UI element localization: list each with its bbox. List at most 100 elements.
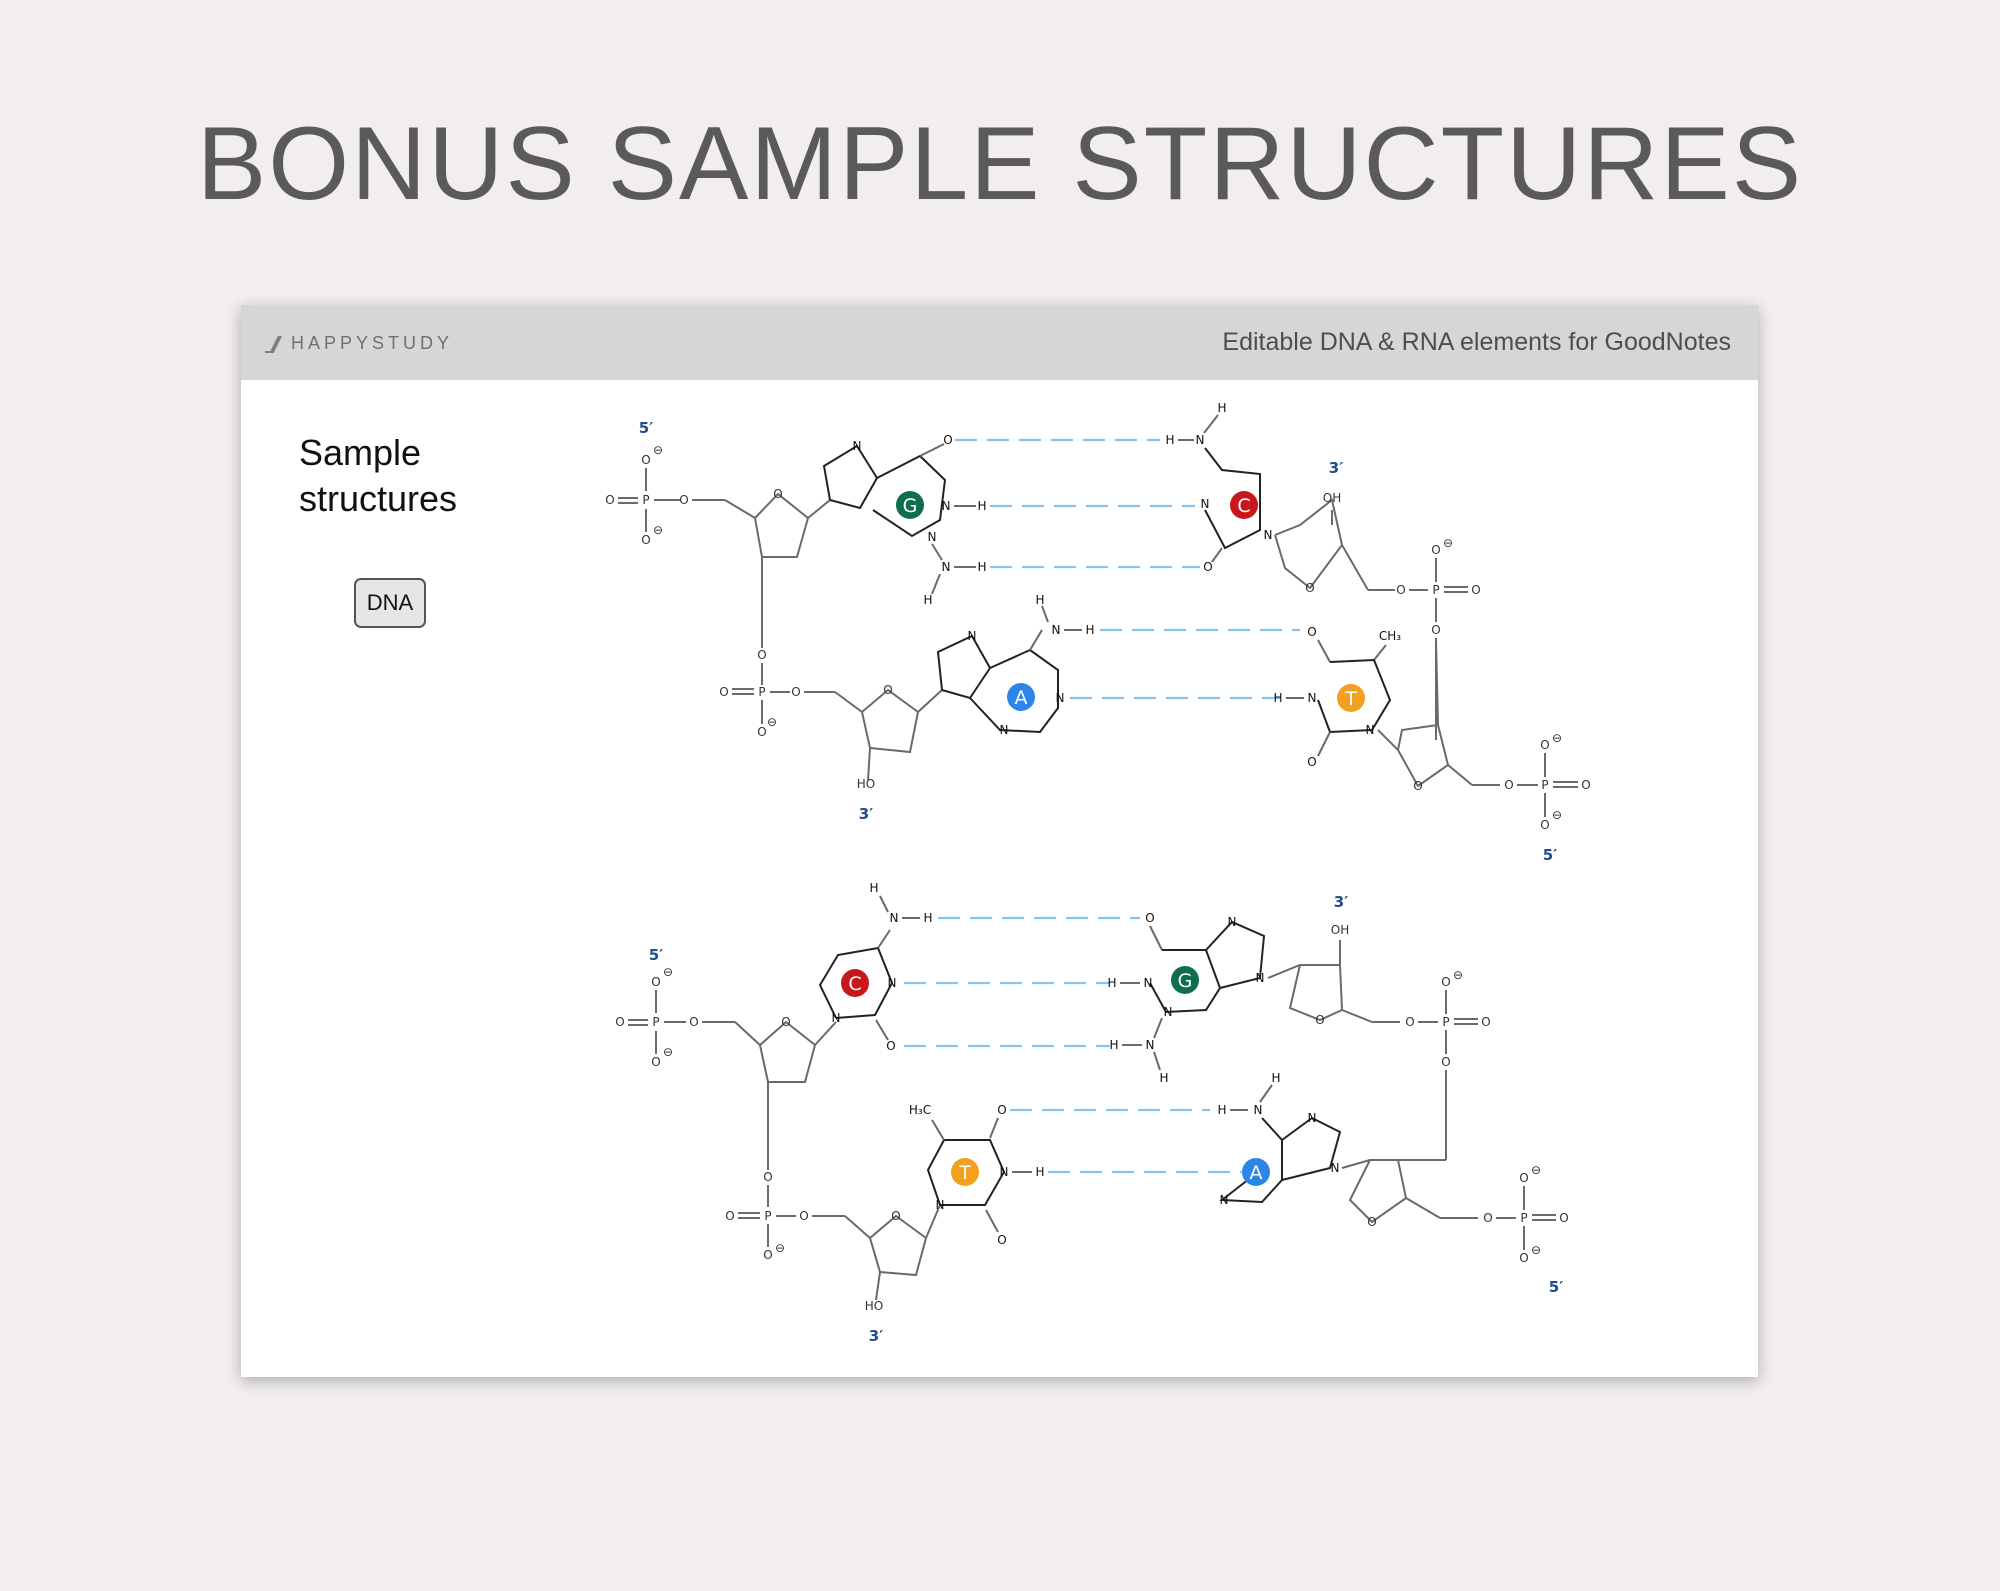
a2-n3: N (1220, 1193, 1229, 1207)
phosphate-1-o-top: O (641, 453, 650, 467)
o-link-2: O (1396, 583, 1405, 597)
t2-n3: N (1000, 1165, 1009, 1179)
bond-line (1029, 629, 1043, 651)
bond-line (875, 1271, 881, 1301)
a-n1: N (1056, 691, 1065, 705)
phosphate-3-o-bottom: O (651, 1055, 660, 1069)
g2-n2: N (1146, 1038, 1155, 1052)
p-right-3: P (1442, 1015, 1449, 1029)
o-right-3: O (1481, 1015, 1490, 1029)
t-ch3: CH₃ (1379, 629, 1401, 643)
g2-h2b: H (1159, 1071, 1168, 1085)
charge-r3: ⊖ (1453, 968, 1463, 982)
o-right-2: O (1581, 778, 1590, 792)
bond-line (879, 895, 889, 913)
c-h4b: H (1217, 401, 1226, 415)
page-card: HAPPYSTUDY Editable DNA & RNA elements f… (241, 305, 1758, 1377)
sugar-3-ring (834, 688, 920, 754)
o-right-3-top: O (1441, 975, 1450, 989)
g-n3: N (928, 530, 937, 544)
phosphate-3-charge-top: ⊖ (663, 965, 673, 979)
bond-line (1341, 544, 1369, 591)
dna-button[interactable]: DNA (354, 578, 426, 628)
o-right-4-top: O (1519, 1171, 1528, 1185)
o-p4-double: O (725, 1209, 734, 1223)
charge-r1: ⊖ (1443, 536, 1453, 550)
bond-line (917, 689, 943, 713)
thymine-ring (1317, 658, 1392, 734)
phosphate-1-o-bottom: O (641, 533, 650, 547)
o-link-7: O (1405, 1015, 1414, 1029)
c2-n4: N (890, 911, 899, 925)
bond-line (931, 543, 943, 561)
card-header: HAPPYSTUDY Editable DNA & RNA elements f… (241, 305, 1758, 380)
bond-line (1203, 414, 1219, 434)
base-a-1-circle (1007, 683, 1035, 711)
brand-name: HAPPYSTUDY (291, 333, 454, 353)
g-h2b: H (923, 593, 932, 607)
a2-n7: N (1308, 1111, 1317, 1125)
t-o4: O (1307, 625, 1316, 639)
three-prime-label-4: 3′ (869, 1327, 883, 1345)
sugar-6-ring (1267, 964, 1344, 1022)
base-t-2-circle (951, 1158, 979, 1186)
sugar-5-ring (734, 1020, 817, 1083)
sugar-1-o: O (773, 487, 782, 501)
c-n3: N (1201, 497, 1210, 511)
charge-p2: ⊖ (767, 715, 777, 729)
o-right-1-top: O (1431, 543, 1440, 557)
p-right-2: P (1541, 778, 1548, 792)
sugar-2-o: O (1305, 581, 1314, 595)
bond-line (1447, 764, 1473, 786)
charge-r4: ⊖ (1531, 1163, 1541, 1177)
t2-n1: N (936, 1198, 945, 1212)
base-a-1-letter: A (1015, 687, 1028, 709)
g-h2a: H (977, 560, 986, 574)
base-g-1-circle (896, 491, 924, 519)
bond-line (814, 1021, 837, 1046)
bond-line (1153, 1017, 1163, 1039)
a-n6: N (1052, 623, 1061, 637)
bond-line (1373, 644, 1387, 661)
base-c-1-circle (1230, 491, 1258, 519)
g2-n7: N (1228, 915, 1237, 929)
c2-o2: O (886, 1039, 895, 1053)
g-h1: H (977, 499, 986, 513)
five-prime-label-3: 5′ (649, 946, 663, 964)
p-right-1: P (1432, 583, 1439, 597)
adenine-imidazole-2 (1281, 1116, 1342, 1181)
g2-n1: N (1144, 976, 1153, 990)
thymine-ring-2 (926, 1139, 1006, 1206)
t2-ch3: H₃C (909, 1103, 931, 1117)
phosphate-1-charge-bottom: ⊖ (653, 523, 663, 537)
phosphate-1-o-double: O (605, 493, 614, 507)
t-o2: O (1307, 755, 1316, 769)
t-h3: H (1273, 691, 1282, 705)
p-right-4: P (1520, 1211, 1527, 1225)
cytosine-ring (1204, 447, 1261, 550)
charge-p4: ⊖ (775, 1241, 785, 1255)
three-prime-label-2: 3′ (859, 805, 873, 823)
hero-title: BONUS SAMPLE STRUCTURES (196, 106, 1804, 222)
sugar-7-o: O (891, 1209, 900, 1223)
base-c-2-circle (841, 969, 869, 997)
sugar-8-ring (1341, 1159, 1408, 1224)
phosphate-3-o-top: O (651, 975, 660, 989)
bond-line (1041, 605, 1049, 623)
charge-r4b: ⊖ (1531, 1243, 1541, 1257)
bond-line (1317, 639, 1331, 663)
c2-h4a: H (923, 911, 932, 925)
a-h6a: H (1085, 623, 1094, 637)
o-right-4: O (1559, 1211, 1568, 1225)
a-h6b: H (1035, 593, 1044, 607)
oh-2: OH (1331, 923, 1349, 937)
phosphate-1-charge-top: ⊖ (653, 443, 663, 457)
base-c-1-letter: C (1237, 495, 1250, 517)
brand: HAPPYSTUDY (263, 333, 453, 354)
bond-line (919, 443, 945, 457)
o-link-4: O (791, 685, 800, 699)
c2-n1: N (832, 1011, 841, 1025)
p-2: P (758, 685, 765, 699)
base-c-2-letter: C (848, 973, 861, 995)
o-link-10: O (1483, 1211, 1492, 1225)
